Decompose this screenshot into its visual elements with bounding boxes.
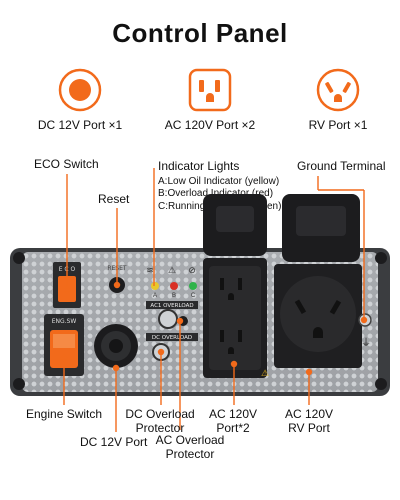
rv-outlet-icon [316,68,360,112]
bolt-bottom-left [13,378,25,390]
ac-overload-line2: Protector [165,446,215,461]
ac-overload-line1: AC Overload [155,433,225,447]
dc-12v-port-label: DC 12V Port [80,435,148,449]
dc-overload-label: DC Overload Protector [120,407,200,436]
bolt-top-left [13,252,25,264]
indicator-title: Indicator Lights [158,159,240,173]
indicator-a-text: A:Low Oil Indicator (yellow) [158,175,280,187]
dc-circle-icon [58,68,102,112]
indicator-b-text: B:Overload Indicator (red) [158,188,274,200]
reset-label: Reset [98,192,130,206]
rv-port-line1: AC 120V [284,407,334,421]
ac-port-line1: AC 120V [208,407,258,421]
page-title: Control Panel [112,18,288,48]
indicator-lights-label: Indicator Lights A:Low Oil Indicator (ye… [158,159,282,213]
ac-port-line2: Port*2 [216,420,250,435]
rv-port-label: AC 120V RV Port [274,407,344,436]
dc-port-count-label: DC 12V Port ×1 [37,118,123,132]
ground-terminal-label: Ground Terminal [297,159,386,173]
ac-overload-label: AC Overload Protector [150,433,230,462]
engine-switch-label: Engine Switch [26,407,103,421]
ac-port-count-label: AC 120V Port ×2 [164,118,256,132]
rv-port-line2: RV Port [288,420,330,435]
panel-face [22,252,378,392]
bolt-top-right [375,252,387,264]
dc-overload-line2: Protector [135,420,185,435]
ac-outlet-icon [188,68,232,112]
ac-120v-port-label: AC 120V Port*2 [198,407,268,436]
bolt-bottom-right [375,378,387,390]
rv-port-count-label: RV Port ×1 [308,118,368,132]
dc-overload-line1: DC Overload [125,407,195,421]
eco-switch-label: ECO Switch [34,157,99,171]
indicator-c-text: C:Running Indicator (green) [158,200,282,212]
